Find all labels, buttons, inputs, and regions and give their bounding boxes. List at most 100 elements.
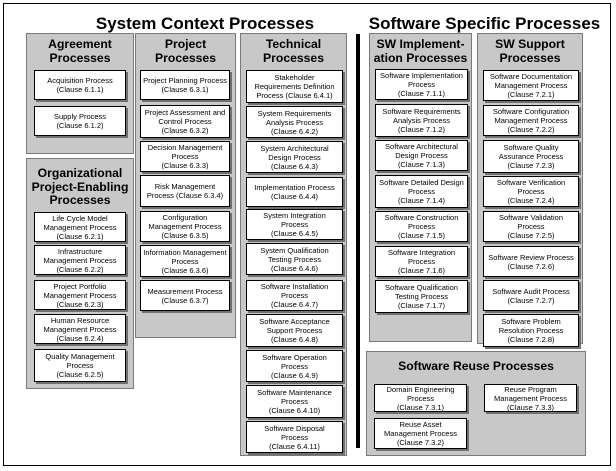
process-box: Acquisition Process(Clause 6.1.1) [34, 70, 126, 100]
process-label-line: Software Maintenance [257, 388, 332, 397]
process-label-line: (Clause 7.2.4) [507, 196, 555, 205]
process-label-line: Life Cycle Model [52, 213, 108, 223]
process-label-line: Design Process [268, 152, 321, 162]
process-label-line: Management Process [494, 116, 568, 125]
process-label-line: (Clause 6.4.3) [270, 161, 319, 171]
process-label-line: Management Process [43, 255, 117, 265]
process-box: Software Review Process(Clause 7.2.6) [483, 246, 579, 277]
group-title-line: Agreement [48, 37, 112, 51]
process-label-line: System Qualification [260, 245, 329, 255]
process-label-line: Process (Clause 6.3.4) [146, 191, 224, 200]
process-label-line: (Clause 7.1.3) [397, 160, 446, 169]
process-label-line: (Clause 6.4.10) [268, 406, 321, 415]
process-label-line: Reuse Asset [399, 420, 442, 429]
process-label-line: Software Audit Process [492, 286, 570, 296]
process-label-line: (Clause 6.3.5) [161, 231, 209, 240]
process-label-line: Software Acceptance [259, 317, 330, 326]
process-label-line: Project Portfolio [53, 281, 107, 291]
process-label-line: Software Construction [384, 213, 459, 222]
process-label-line: Process [407, 80, 436, 89]
process-label-line: Analysis Process [265, 117, 324, 127]
process-label-line: (Clause 7.2.7) [507, 295, 555, 305]
process-label-line: Analysis Process [392, 116, 451, 125]
process-label-line: Software Validation [498, 213, 564, 222]
process-box: Implementation Process(Clause 6.4.4) [246, 177, 343, 207]
process-label-line: Decision Management [147, 143, 223, 152]
process-label-line: (Clause 7.2.1) [507, 90, 555, 99]
process-label-line: (Clause 6.4.2) [270, 126, 319, 136]
process-label-line: Process [407, 222, 436, 231]
process-label-line: Quality Management [45, 352, 115, 361]
diagram-frame [3, 3, 611, 466]
process-label-line: Software Quality [503, 143, 559, 152]
process-label-line: Stakeholder [274, 73, 315, 82]
process-label-line: Infrastructure [57, 246, 103, 256]
process-label-line: (Clause 7.1.6) [397, 266, 446, 275]
process-label-line: Software Architectural [385, 142, 458, 151]
process-label-line: (Clause 7.1.5) [397, 231, 446, 240]
process-label-line: Software Detailed Design [379, 178, 464, 187]
process-label-line: Information Management [143, 247, 227, 257]
process-label-line: Process [407, 187, 436, 196]
process-label-line: (Clause 6.4.9) [270, 370, 319, 380]
group-title-line: Organizational [37, 166, 123, 180]
process-label-line: (Clause 6.4.5) [270, 229, 319, 238]
process-label-line: Process [280, 291, 309, 300]
process-label-line: (Clause 7.2.6) [507, 261, 555, 271]
process-label-line: (Clause 7.3.3) [506, 402, 555, 412]
group-title-line: Processes [49, 193, 111, 207]
process-label-line: Software Qualification [385, 283, 458, 292]
process-label-line: Process [280, 361, 309, 371]
process-label-line: Management Process [148, 222, 222, 231]
process-label-line: (Clause 6.1.2) [56, 121, 104, 130]
section-divider [356, 34, 360, 448]
process-label-line: Configuration [162, 213, 208, 222]
group-title-line: Processes [49, 50, 111, 65]
process-label-line: System Requirements [257, 108, 332, 118]
group-title-line: Project-Enabling [31, 179, 129, 194]
process-box: Project Planning Process(Clause 6.3.1) [140, 70, 230, 100]
process-label-line: Process [171, 152, 199, 161]
process-label-line: Testing Process [395, 292, 448, 301]
process-box: Supply Process(Clause 6.1.2) [34, 106, 126, 136]
process-label-line: Software Operation [262, 352, 327, 362]
process-label-line: Reuse Program [504, 384, 557, 394]
process-label-line: Assurance Process [498, 152, 564, 161]
process-label-line: (Clause 6.3.1) [161, 85, 209, 94]
process-label-line: Control Process [158, 117, 212, 126]
process-label-line: (Clause 7.1.4) [397, 196, 446, 205]
process-label-line: Software Verification [496, 178, 566, 187]
group-title-line: Technical [265, 37, 322, 51]
process-label-line: Software Review Process [488, 252, 574, 262]
group-title-line: Processes [499, 50, 561, 65]
process-label-line: Process [517, 222, 545, 231]
process-label-line: Management Process [43, 222, 117, 232]
process-label-line: (Clause 6.3.7) [161, 295, 209, 305]
process-label-line: (Clause 6.4.11) [269, 441, 320, 451]
